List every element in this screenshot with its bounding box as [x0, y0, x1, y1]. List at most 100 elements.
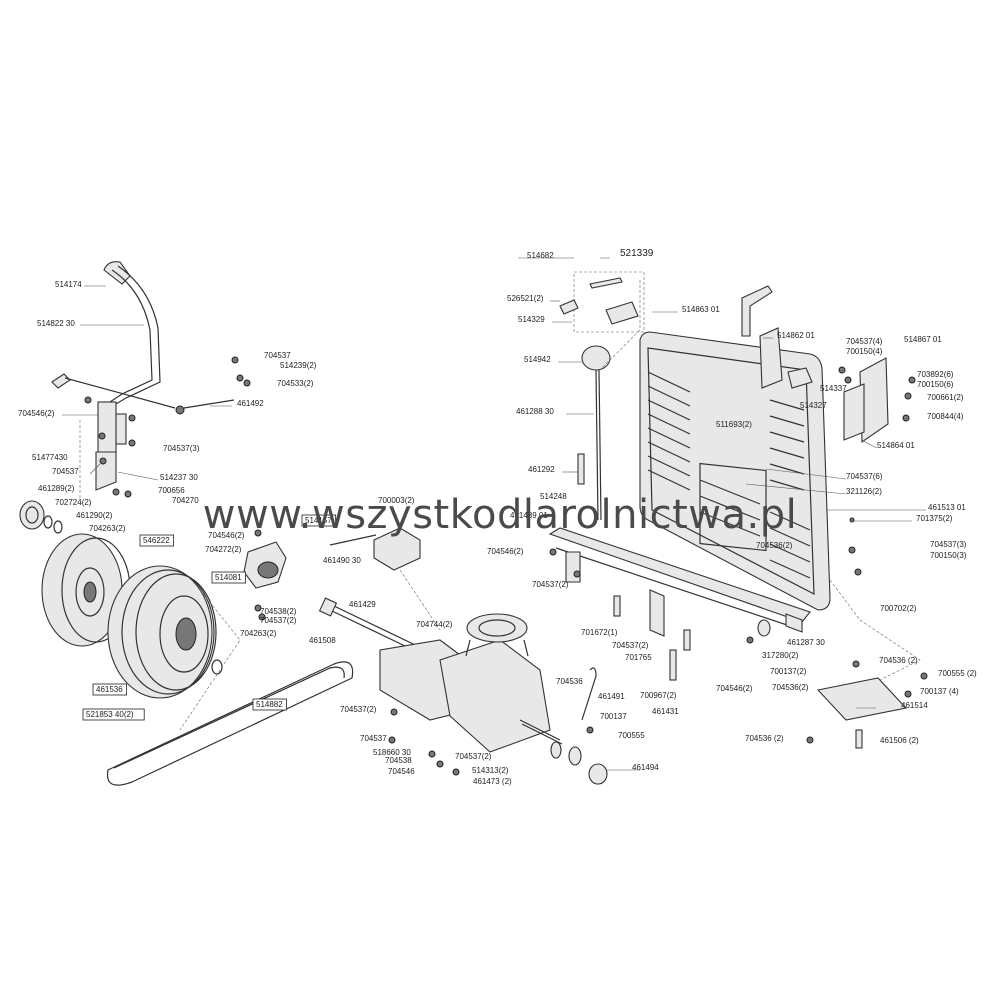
- part-label: 704537(3): [163, 444, 200, 453]
- part-number-text: 461489 01: [510, 511, 548, 520]
- part-label: 704546(2): [487, 547, 524, 556]
- part-number-text: 461473 (2): [473, 777, 512, 786]
- part-label: 700137(2): [770, 667, 807, 676]
- part-label: 704536(2): [756, 541, 793, 550]
- part-number-text: 461536: [96, 685, 123, 694]
- part-label: 514248: [540, 492, 567, 501]
- misc-fasteners: [613, 517, 862, 681]
- part-label: 514882: [252, 698, 287, 711]
- part-number-text: 703892(6): [917, 370, 954, 379]
- part-number-text: 704536(2): [756, 541, 793, 550]
- part-number-text: 701765: [625, 653, 652, 662]
- part-label: 704537(2): [340, 705, 377, 714]
- leader-lines: [62, 257, 926, 771]
- part-label: 514239(2): [280, 361, 317, 370]
- part-label: 704537: [52, 467, 79, 476]
- part-label: 700661(2): [927, 393, 964, 402]
- part-label: 317280(2): [762, 651, 799, 660]
- part-number-text: 700844(4): [927, 412, 964, 421]
- part-number-text: 704537(2): [612, 641, 649, 650]
- part-number-text: 701672(1): [581, 628, 618, 637]
- part-number-text: 704536 (2): [879, 656, 918, 665]
- part-number-text: 461506 (2): [880, 736, 919, 745]
- part-number-text: 461287 30: [787, 638, 825, 647]
- foot-plate: [806, 660, 928, 749]
- part-label: 704546(2): [716, 684, 753, 693]
- part-label: 704263(2): [240, 629, 277, 638]
- part-number-text: 704537(3): [163, 444, 200, 453]
- part-label: 461494: [632, 763, 659, 772]
- part-number-text: 704538: [385, 756, 412, 765]
- cover-kit: [559, 271, 645, 333]
- part-label: 514327: [800, 401, 827, 410]
- part-number-text: 514862 01: [777, 331, 815, 340]
- part-label: 701765: [625, 653, 652, 662]
- part-label: 704272(2): [205, 545, 242, 554]
- part-number-text: 700702(2): [880, 604, 917, 613]
- label-box: [211, 571, 246, 584]
- part-number-text: 700661(2): [927, 393, 964, 402]
- part-number-text: 514882: [256, 700, 283, 709]
- part-number-text: 704536 (2): [745, 734, 784, 743]
- part-label: 702724(2): [55, 498, 92, 507]
- small-bracket: [329, 527, 421, 571]
- part-label: 514682: [527, 251, 554, 260]
- part-number-text: 514864 01: [877, 441, 915, 450]
- part-number-text: 461490 30: [323, 556, 361, 565]
- part-number-text: 700137 (4): [920, 687, 959, 696]
- part-number-text: 461508: [309, 636, 336, 645]
- part-number-text: 700967(2): [640, 691, 677, 700]
- part-number-text: 704270: [172, 496, 199, 505]
- part-number-text: 514822 30: [37, 319, 75, 328]
- part-label: 546222: [139, 534, 174, 547]
- part-number-text: 704538(2): [260, 607, 297, 616]
- part-label: 461491: [598, 692, 625, 701]
- part-label: 704537(6): [846, 472, 883, 481]
- part-number-text: 546222: [143, 536, 170, 545]
- part-label: 704546(2): [208, 531, 245, 540]
- part-number-text: 704537(2): [455, 752, 492, 761]
- part-label: 700844(4): [927, 412, 964, 421]
- part-number-text: 514942: [524, 355, 551, 364]
- part-label: 461431: [652, 707, 679, 716]
- part-label: 704537: [264, 351, 291, 360]
- part-number-text: 461491: [598, 692, 625, 701]
- part-label: 461492: [237, 399, 264, 408]
- part-label: 700150(3): [930, 551, 967, 560]
- part-label: 704537(4): [846, 337, 883, 346]
- part-number-text: 514863 01: [682, 305, 720, 314]
- part-label: 704536 (2): [879, 656, 918, 665]
- part-number-text: 461513 01: [928, 503, 966, 512]
- part-label: 461288 30: [516, 407, 554, 416]
- part-label: 704533(2): [277, 379, 314, 388]
- watermark-text: www.wszystkodlarolnictwa.pl: [203, 492, 797, 538]
- part-label: 461489 01: [510, 511, 548, 520]
- part-label: 461290(2): [76, 511, 113, 520]
- part-label: 704263(2): [89, 524, 126, 533]
- part-label: 514864 01: [877, 441, 915, 450]
- part-label: 704536(2): [772, 683, 809, 692]
- part-label: 511693(2): [716, 420, 752, 429]
- part-label: 514863 01: [682, 305, 720, 314]
- part-label: 703892(6): [917, 370, 954, 379]
- part-number-text: 704263(2): [240, 629, 277, 638]
- part-number-text: 461514: [901, 701, 928, 710]
- part-number-text: 700656: [158, 486, 185, 495]
- part-label: 701672(1): [581, 628, 618, 637]
- assembly-ref-label: 521339: [620, 248, 654, 259]
- part-label: 704546(2): [18, 409, 55, 418]
- part-label: 514862 01: [777, 331, 815, 340]
- linkage-rod: [51, 356, 251, 415]
- part-number-text: 704536: [556, 677, 583, 686]
- part-number-text: 704537(6): [846, 472, 883, 481]
- part-number-text: 704533(2): [277, 379, 314, 388]
- part-label: 51477430: [32, 453, 68, 462]
- part-label: 704537(2): [260, 616, 297, 625]
- part-number-text: 704546(2): [208, 531, 245, 540]
- side-brackets: [741, 285, 916, 444]
- part-number-text: 704546(2): [18, 409, 55, 418]
- part-label: 704537(3): [930, 540, 967, 549]
- part-label: 461289(2): [38, 484, 75, 493]
- part-number-text: 704537(2): [532, 580, 569, 589]
- part-number-text: 514329: [518, 315, 545, 324]
